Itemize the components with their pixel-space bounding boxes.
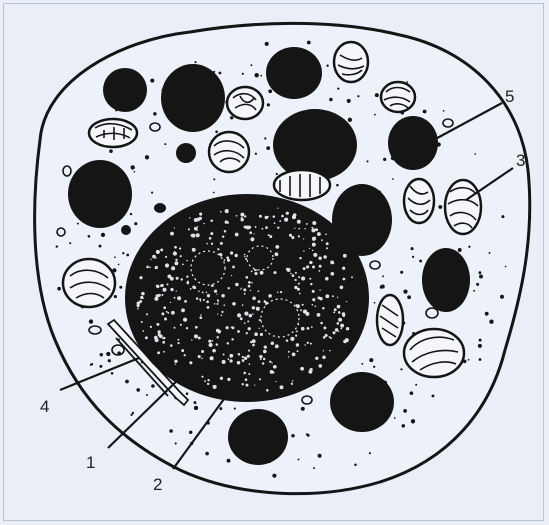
nucleolus: [261, 299, 299, 337]
granule: [388, 116, 438, 170]
granule: [154, 203, 166, 213]
granule-5: [103, 68, 147, 112]
granule: [266, 47, 322, 99]
granule: [121, 225, 131, 235]
granule: [422, 248, 470, 312]
granule: [228, 409, 288, 465]
label-5: 5: [505, 87, 514, 106]
granule: [330, 372, 394, 432]
label-4: 4: [40, 397, 49, 416]
granule: [68, 160, 132, 228]
nucleolus: [191, 251, 225, 285]
label-3: 3: [516, 151, 525, 170]
granule: [161, 64, 225, 132]
nucleolus: [247, 246, 273, 270]
label-1: 1: [86, 453, 95, 472]
mitochondrion: [334, 42, 368, 82]
granule: [176, 143, 196, 163]
granule: [273, 109, 357, 181]
label-2: 2: [153, 475, 162, 494]
nucleus: [125, 194, 369, 402]
mitochondrion: [227, 87, 263, 119]
mitochondrion: [274, 170, 330, 200]
mitochondrion: [377, 295, 403, 345]
mitochondrion: [209, 132, 249, 172]
mitochondrion: [404, 329, 464, 377]
